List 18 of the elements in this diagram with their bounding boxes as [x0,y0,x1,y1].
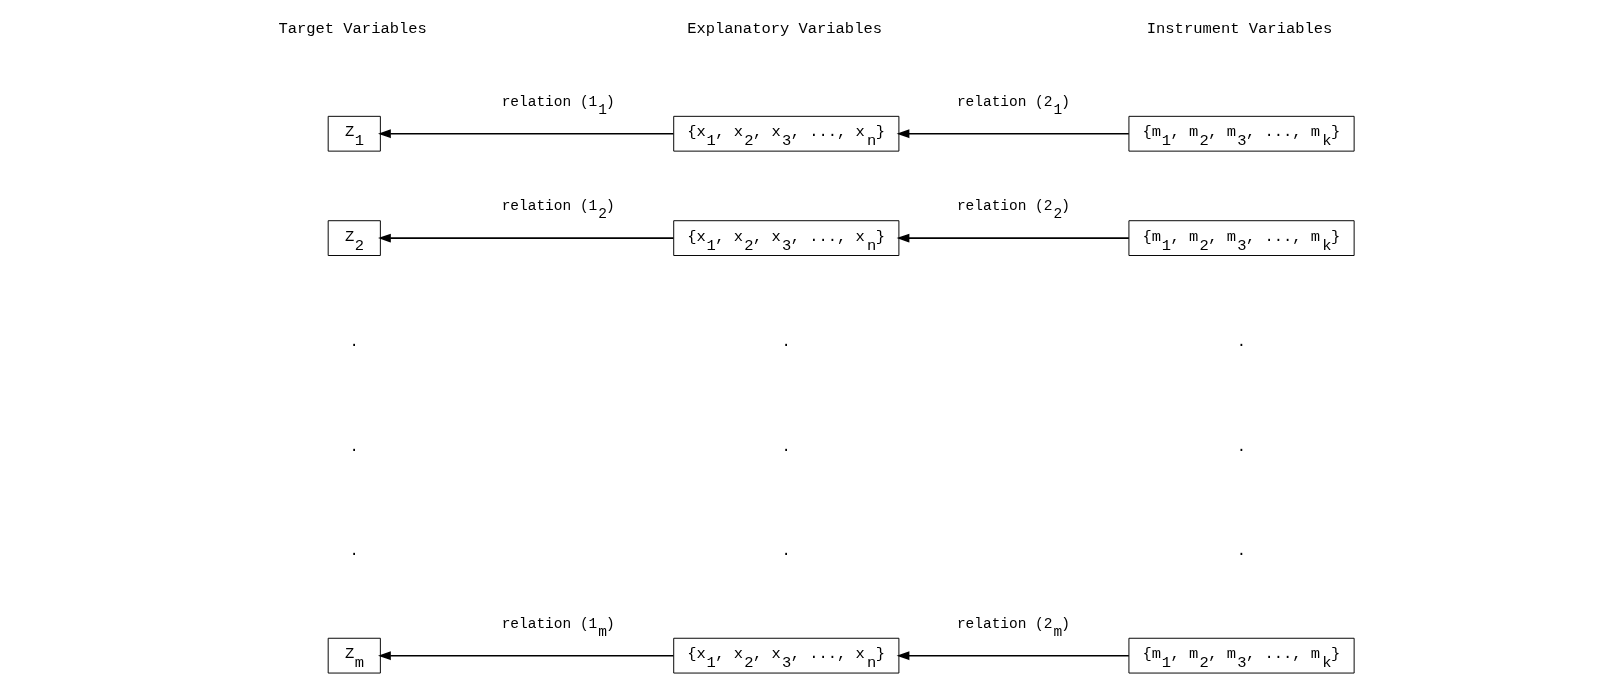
arrow [896,233,1130,243]
label: . [781,437,791,456]
arrow [896,651,1130,661]
label: . [781,333,791,352]
label: . [349,437,359,456]
label: Instrument Variables [1146,20,1333,39]
label: . [349,541,359,560]
arrow [378,233,675,243]
label: . [1236,437,1246,456]
arrow [378,129,675,139]
label: . [349,333,359,352]
label: . [1236,541,1246,560]
label: Explanatory Variables [687,20,882,39]
label: . [1236,333,1246,352]
arrow [896,129,1130,139]
label: . [781,541,791,560]
arrow [378,651,675,661]
label: Target Variables [278,20,427,39]
